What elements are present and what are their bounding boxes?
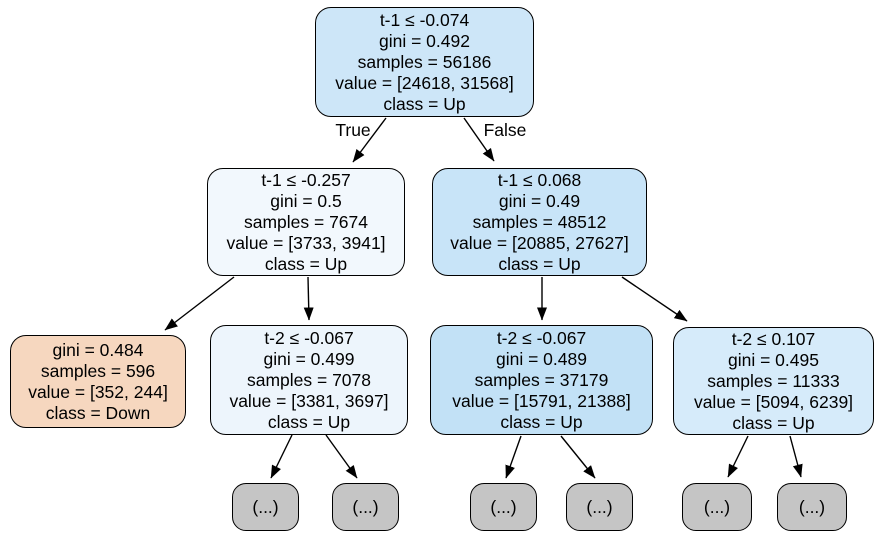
node-value: value = [3733, 3941] [226,232,386,253]
edge-right-to-farright [621,276,688,322]
node-split-rule: t-1 ≤ -0.257 [261,169,351,190]
node-gini: gini = 0.489 [496,348,587,369]
pruned-ellipsis: (...) [703,496,731,517]
node-value: value = [20885, 27627] [450,232,629,253]
tree-node-pruned-4: (...) [566,483,633,531]
edge-left-to-downleaf [164,276,235,331]
node-split-rule: t-2 ≤ -0.067 [264,327,354,348]
edge-midleft-to-pruned2 [325,434,358,479]
node-class: class = Up [267,411,351,432]
tree-node-depth1-right: t-1 ≤ 0.068 gini = 0.49 samples = 48512 … [432,168,647,276]
node-class: class = Up [732,412,815,433]
tree-node-depth2-mid-right: t-2 ≤ -0.067 gini = 0.489 samples = 3717… [430,325,653,435]
node-class: class = Up [264,253,348,274]
node-gini: gini = 0.499 [263,348,355,369]
tree-node-depth2-mid-left: t-2 ≤ -0.067 gini = 0.499 samples = 7078… [210,325,408,435]
edge-label-true: True [335,120,371,140]
node-gini: gini = 0.495 [728,349,819,370]
node-split-rule: t-1 ≤ 0.068 [497,169,582,190]
pruned-ellipsis: (...) [352,496,379,517]
node-samples: samples = 7674 [243,211,369,232]
edge-root-to-left [352,117,387,163]
node-gini: gini = 0.49 [498,190,581,211]
tree-node-root: t-1 ≤ -0.074 gini = 0.492 samples = 5618… [315,7,534,117]
tree-node-pruned-3: (...) [470,483,537,531]
node-gini: gini = 0.484 [52,339,144,360]
node-value: value = [3381, 3697] [229,390,389,411]
node-samples: samples = 11333 [707,370,840,391]
edge-farright-to-pruned6 [789,435,803,478]
node-value: value = [24618, 31568] [335,72,514,93]
pruned-ellipsis: (...) [798,496,826,517]
node-class: class = Down [45,402,151,423]
edge-midright-to-pruned4 [560,435,596,479]
node-split-rule: t-2 ≤ 0.107 [731,328,816,349]
edge-left-to-midleft [303,276,314,321]
tree-node-pruned-2: (...) [332,483,399,531]
pruned-ellipsis: (...) [490,496,517,517]
node-class: class = Up [383,93,466,114]
tree-node-depth1-left: t-1 ≤ -0.257 gini = 0.5 samples = 7674 v… [207,168,405,276]
tree-node-pruned-6: (...) [777,483,847,531]
node-split-rule: t-1 ≤ -0.074 [379,9,470,30]
edge-label-false: False [483,120,527,140]
node-gini: gini = 0.492 [379,30,470,51]
node-class: class = Up [498,253,581,274]
edge-farright-to-pruned5 [727,435,749,478]
pruned-ellipsis: (...) [586,496,613,517]
node-samples: samples = 7078 [246,369,372,390]
pruned-ellipsis: (...) [252,496,279,517]
node-class: class = Up [500,411,583,432]
tree-node-leaf-down: gini = 0.484 samples = 596 value = [352,… [10,335,186,428]
tree-node-pruned-1: (...) [232,483,299,531]
edge-root-to-right [463,117,495,162]
node-samples: samples = 37179 [474,369,609,390]
node-value: value = [352, 244] [28,381,168,402]
node-value: value = [5094, 6239] [693,391,854,412]
node-samples: samples = 48512 [472,211,607,232]
edge-midleft-to-pruned1 [270,434,293,479]
tree-node-depth2-right: t-2 ≤ 0.107 gini = 0.495 samples = 11333… [673,327,874,435]
node-samples: samples = 596 [40,360,156,381]
node-samples: samples = 56186 [357,51,492,72]
tree-node-pruned-5: (...) [682,483,752,531]
edge-midright-to-pruned3 [505,435,522,479]
node-split-rule: t-2 ≤ -0.067 [496,327,587,348]
node-value: value = [15791, 21388] [452,390,631,411]
node-gini: gini = 0.5 [270,190,342,211]
